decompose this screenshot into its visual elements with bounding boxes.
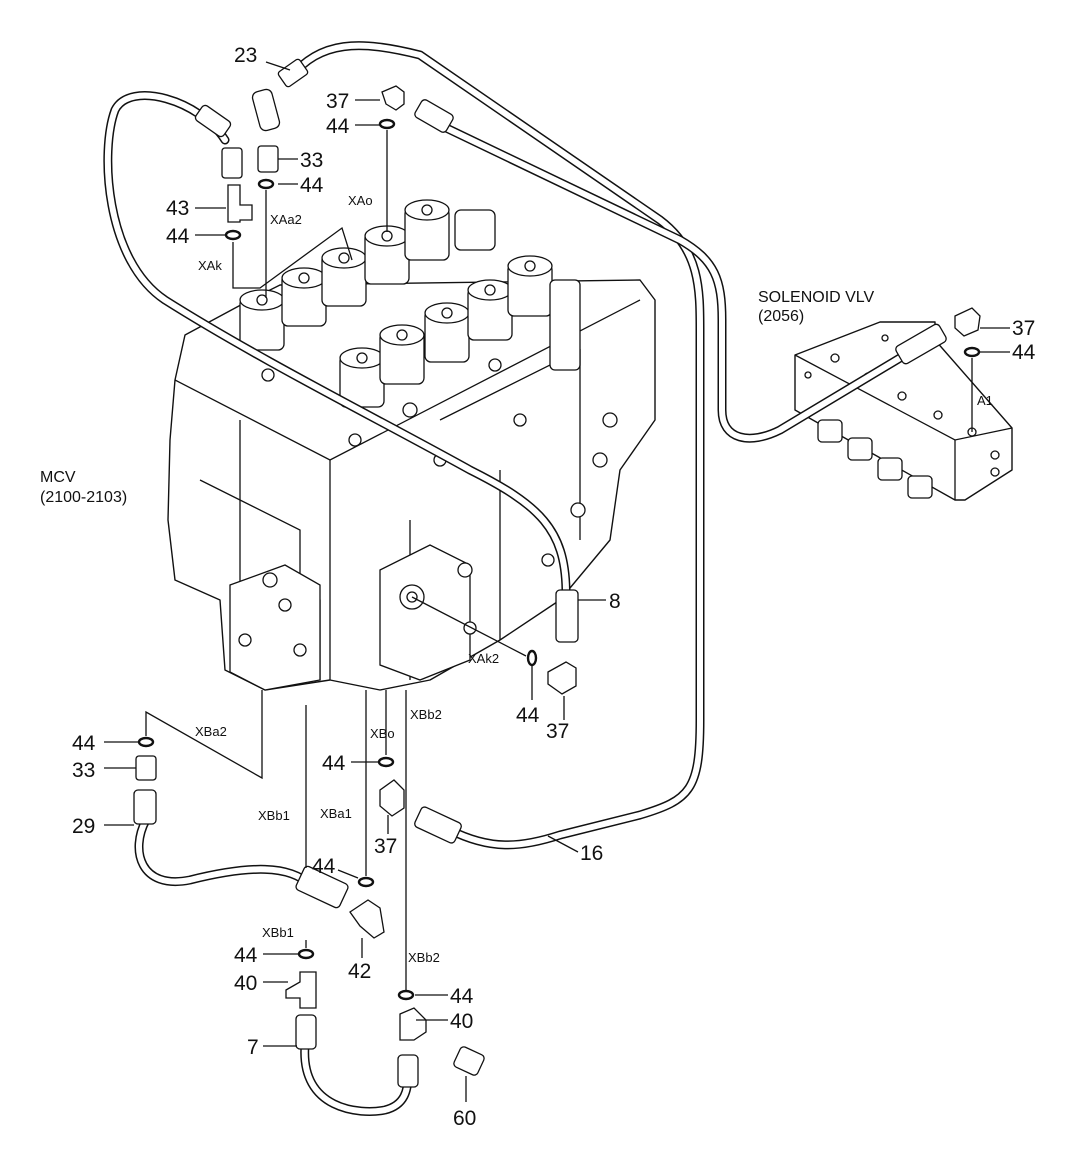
part-number: 44 [300, 174, 324, 197]
hoses [103, 41, 905, 1116]
port-label: XBa1 [320, 806, 352, 821]
part-number: 44 [72, 732, 96, 755]
solenoid-valve-block [794, 321, 1013, 501]
port-label: XAk2 [468, 651, 499, 666]
part-number: 44 [450, 985, 474, 1008]
part-number: 33 [72, 759, 95, 782]
part-number-labels: 23 37 44 33 44 43 44 37 44 8 44 37 44 33… [72, 44, 1036, 1130]
port-label: XBb1 [258, 808, 290, 823]
port-label: XBb2 [408, 950, 440, 965]
solenoid-code-label: (2056) [758, 308, 804, 325]
port-labels: XAo XAa2 XAk A1 XAk2 XBa2 XBo XBb2 XBb1 … [195, 193, 993, 965]
part-number: 44 [326, 115, 350, 138]
leader-lines [104, 61, 1010, 1102]
port-label: XBo [370, 726, 395, 741]
part-number: 40 [450, 1010, 473, 1033]
component-labels: MCV (2100-2103) SOLENOID VLV (2056) [40, 289, 875, 506]
port-label: XBb1 [262, 925, 294, 940]
part-number: 37 [1012, 317, 1035, 340]
port-label: XBa2 [195, 724, 227, 739]
part-number: 37 [326, 90, 349, 113]
part-number: 60 [453, 1107, 476, 1130]
part-number: 44 [322, 752, 346, 775]
part-number: 43 [166, 197, 189, 220]
fittings [133, 58, 981, 1088]
mcv-code-label: (2100-2103) [40, 489, 127, 506]
part-number: 44 [234, 944, 258, 967]
part-number: 37 [374, 835, 397, 858]
part-number: 16 [580, 842, 603, 865]
part-number: 33 [300, 149, 323, 172]
part-number: 40 [234, 972, 257, 995]
part-number: 44 [312, 855, 336, 878]
part-number: 7 [247, 1036, 259, 1059]
mcv-label: MCV [40, 469, 76, 486]
part-number: 44 [1012, 341, 1036, 364]
mcv-assembly [167, 199, 656, 691]
part-number: 44 [166, 225, 190, 248]
part-number: 44 [516, 704, 540, 727]
solenoid-label: SOLENOID VLV [758, 289, 875, 306]
part-number: 23 [234, 44, 257, 67]
port-label: A1 [977, 393, 993, 408]
o-rings [137, 118, 981, 1001]
part-number: 29 [72, 815, 95, 838]
port-label: XAk [198, 258, 222, 273]
port-label: XAo [348, 193, 373, 208]
port-label: XBb2 [410, 707, 442, 722]
part-number: 37 [546, 720, 569, 743]
part-number: 42 [348, 960, 371, 983]
part-number: 8 [609, 590, 621, 613]
port-label: XAa2 [270, 212, 302, 227]
